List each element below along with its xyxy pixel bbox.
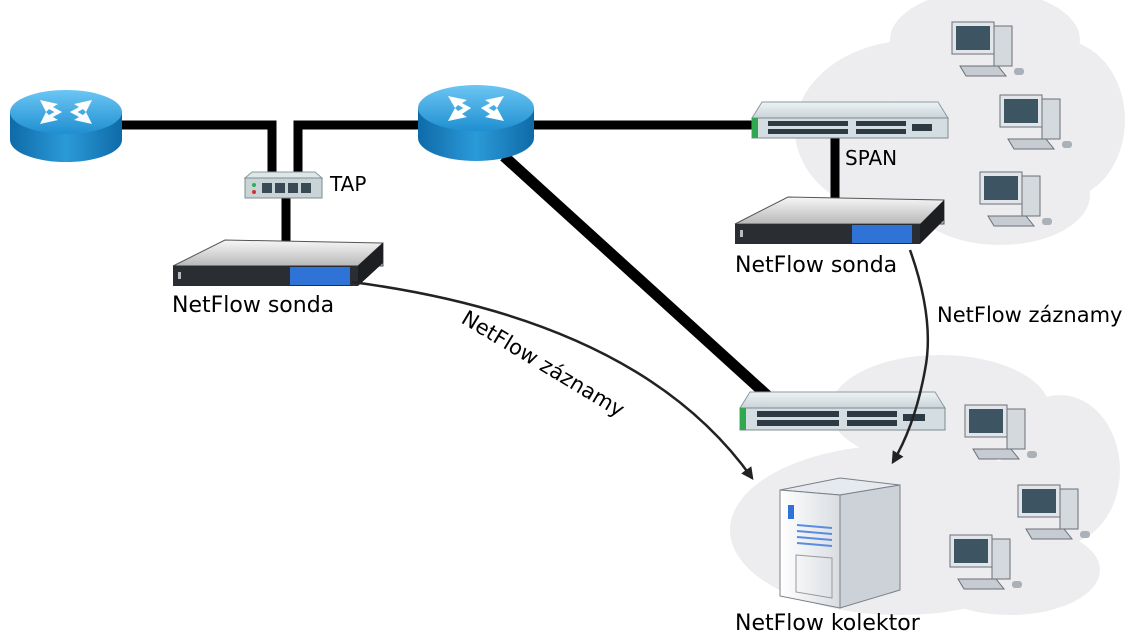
network-links (117, 120, 840, 406)
netflow-probe-left (172, 239, 384, 286)
router-arrows-icon (40, 100, 92, 124)
switch-upper (751, 101, 949, 139)
workstation-icon (1017, 484, 1090, 540)
records-left-label: NetFlow záznamy (457, 306, 628, 422)
flow-arrow-right (891, 249, 930, 465)
span-label: SPAN (845, 146, 897, 170)
records-right-label: NetFlow záznamy (937, 303, 1122, 327)
workstation-icon (951, 21, 1024, 77)
router-arrows-icon (448, 96, 504, 121)
switch-lower (739, 391, 946, 431)
workstation-icon (979, 171, 1052, 227)
router-left (10, 90, 122, 162)
netflow-probe-right (734, 196, 945, 244)
tap-label: TAP (329, 172, 366, 196)
probe-right-label: NetFlow sonda (735, 253, 897, 278)
collector-server-icon (779, 477, 901, 609)
probe-left-label: NetFlow sonda (172, 293, 334, 318)
tap-device (243, 171, 324, 199)
workstation-icon (999, 94, 1072, 150)
router-center (418, 85, 534, 161)
workstation-icon (949, 534, 1022, 590)
collector-label: NetFlow kolektor (735, 611, 921, 636)
workstation-icon (964, 404, 1037, 460)
flow-arrow-left (351, 280, 754, 481)
